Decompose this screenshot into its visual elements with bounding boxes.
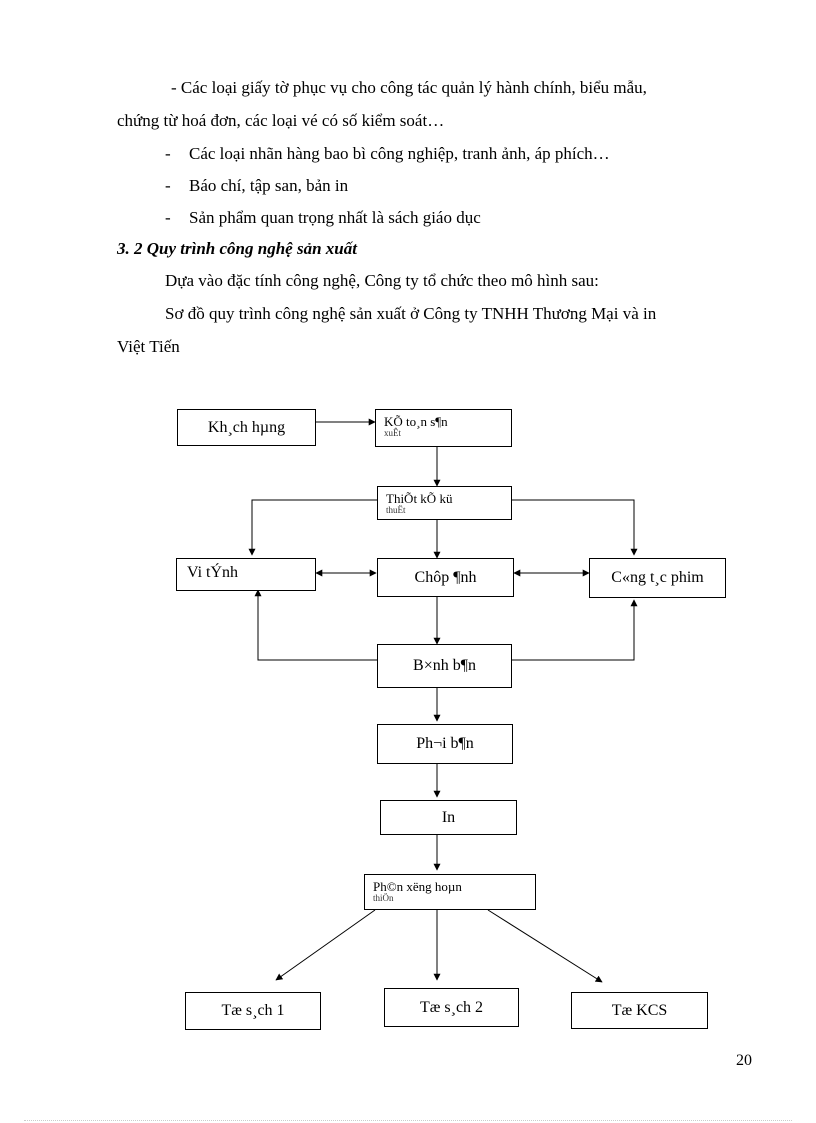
box-to-kcs: Tæ KCS: [571, 992, 708, 1029]
bullet-item: Sản phẩm quan trọng nhất là sách giáo dụ…: [189, 208, 481, 227]
bullet-item: Các loại nhãn hàng bao bì công nghiệp, t…: [189, 144, 610, 163]
box-label: Ph©n x­ëng hoµn: [373, 879, 462, 894]
paragraph-line-1: Sơ đồ quy trình công nghệ sản xuất ở Côn…: [165, 304, 657, 323]
box-thiet-ke-ky-thuat: ThiÕt kÕ kü thuËt: [377, 486, 512, 520]
page-number: 20: [736, 1052, 752, 1069]
bullet-1-line-2: chứng từ hoá đơn, các loại vé có số kiểm…: [117, 111, 445, 130]
bullet-dash: -: [165, 144, 171, 163]
page-bottom-divider: [24, 1120, 792, 1121]
box-to-sach-2: Tæ s¸ch 2: [384, 988, 519, 1027]
box-khach-hang: Kh¸ch hµng: [177, 409, 316, 446]
bullet-dash: -: [165, 176, 171, 195]
bullet-item: Báo chí, tập san, bản in: [189, 176, 349, 195]
box-label-cutoff: thuËt: [386, 505, 406, 515]
box-vi-tinh: Vi tÝnh: [176, 558, 316, 591]
box-cong-tac-phim: C«ng t¸c phim: [589, 558, 726, 598]
paragraph-line-2: Việt Tiến: [117, 337, 180, 356]
box-label: ThiÕt kÕ kü: [386, 491, 453, 506]
box-label: KÕ to¸n s¶n: [384, 414, 448, 429]
box-phoi-ban: Ph¬i b¶n: [377, 724, 513, 764]
box-binh-ban: B×nh b¶n: [377, 644, 512, 688]
box-label-cutoff: xuÊt: [384, 428, 401, 438]
box-label-cutoff: thiÖn: [373, 893, 394, 903]
bullet-1-line-1: - Các loại giấy tờ phục vụ cho công tác …: [171, 78, 647, 97]
bullet-dash: -: [165, 208, 171, 227]
box-ke-toan-san-xuat: KÕ to¸n s¶n xuÊt: [375, 409, 512, 447]
box-phan-xuong-hoan-thien: Ph©n x­ëng hoµn thiÖn: [364, 874, 536, 910]
box-chup-anh: Chôp ¶nh: [377, 558, 514, 597]
box-in: In: [380, 800, 517, 835]
section-heading: 3. 2 Quy trình công nghệ sản xuất: [117, 239, 357, 258]
paragraph: Dựa vào đặc tính công nghệ, Công ty tổ c…: [165, 271, 599, 290]
box-to-sach-1: Tæ s¸ch 1: [185, 992, 321, 1030]
